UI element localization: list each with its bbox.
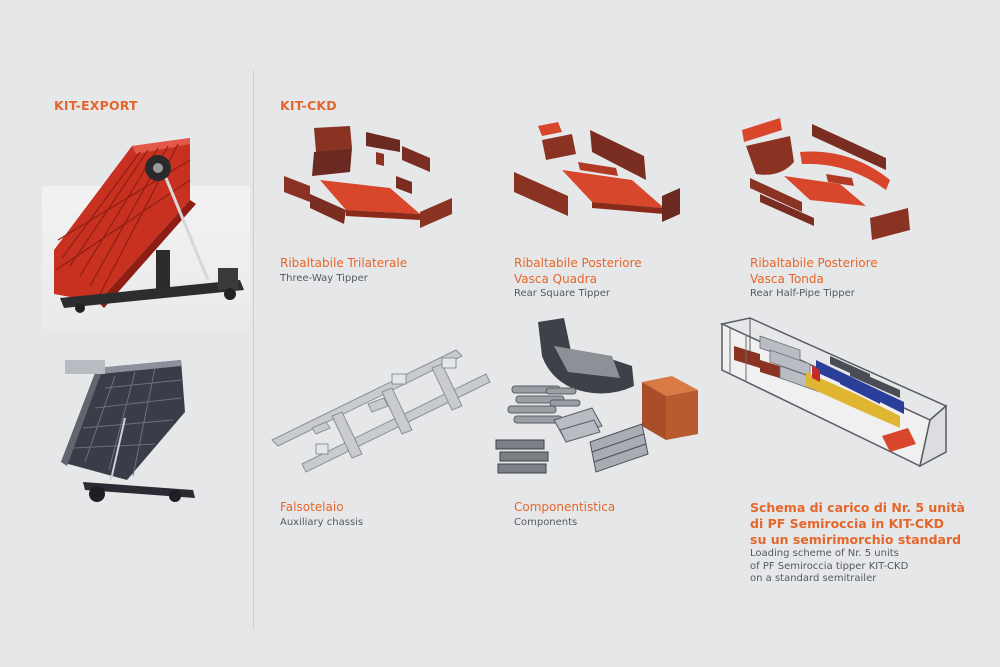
caption-en-line2: of PF Semiroccia tipper KIT-CKD <box>750 560 909 572</box>
caption-en: Rear Half-Pipe Tipper <box>750 288 855 300</box>
caption-loading-scheme: Schema di carico di Nr. 5 unità di PF Se… <box>750 500 965 586</box>
caption-en: Components <box>514 516 578 528</box>
auxiliary-chassis-illustration <box>271 349 491 473</box>
rear-half-pipe-tipper-parts <box>742 118 910 240</box>
caption-en: Rear Square Tipper <box>514 288 610 300</box>
three-way-tipper-parts <box>284 126 452 228</box>
kit-ckd-title: KIT-CKD <box>280 98 337 113</box>
caption-it-line2: di PF Semiroccia in KIT-CKD <box>750 516 945 531</box>
caption-it: Ribaltabile Trilaterale <box>280 256 408 270</box>
red-tipper-illustration <box>54 138 244 313</box>
caption-it-line3: su un semirimorchio standard <box>750 532 962 547</box>
caption-it-line1: Ribaltabile Posteriore <box>750 256 878 270</box>
rear-square-tipper-parts <box>514 122 680 222</box>
caption-en: Auxiliary chassis <box>280 516 364 528</box>
caption-it: Falsotelaio <box>280 500 344 514</box>
caption-it-line2: Vasca Quadra <box>514 271 597 286</box>
section-divider <box>253 70 254 630</box>
caption-components: Componentistica Components <box>514 500 615 529</box>
caption-it: Componentistica <box>514 500 616 514</box>
kit-export-title: KIT-EXPORT <box>54 98 138 113</box>
caption-en-line1: Loading scheme of Nr. 5 units <box>750 548 899 559</box>
caption-three-way-tipper: Ribaltabile Trilaterale Three-Way Tipper <box>280 256 407 285</box>
caption-en-line3: on a standard semitrailer <box>750 573 877 584</box>
caption-rear-square-tipper: Ribaltabile Posteriore Vasca Quadra Rear… <box>514 256 642 300</box>
caption-en: Three-Way Tipper <box>280 272 368 284</box>
caption-auxiliary-chassis: Falsotelaio Auxiliary chassis <box>280 500 363 529</box>
caption-it-line1: Ribaltabile Posteriore <box>514 256 642 270</box>
components-illustration <box>495 318 698 474</box>
caption-rear-half-pipe-tipper: Ribaltabile Posteriore Vasca Tonda Rear … <box>750 256 878 300</box>
caption-it-line2: Vasca Tonda <box>750 271 824 286</box>
loading-scheme-illustration <box>719 317 948 468</box>
caption-it-line1: Schema di carico di Nr. 5 unità <box>750 500 965 515</box>
dark-tipper-illustration <box>61 360 195 502</box>
